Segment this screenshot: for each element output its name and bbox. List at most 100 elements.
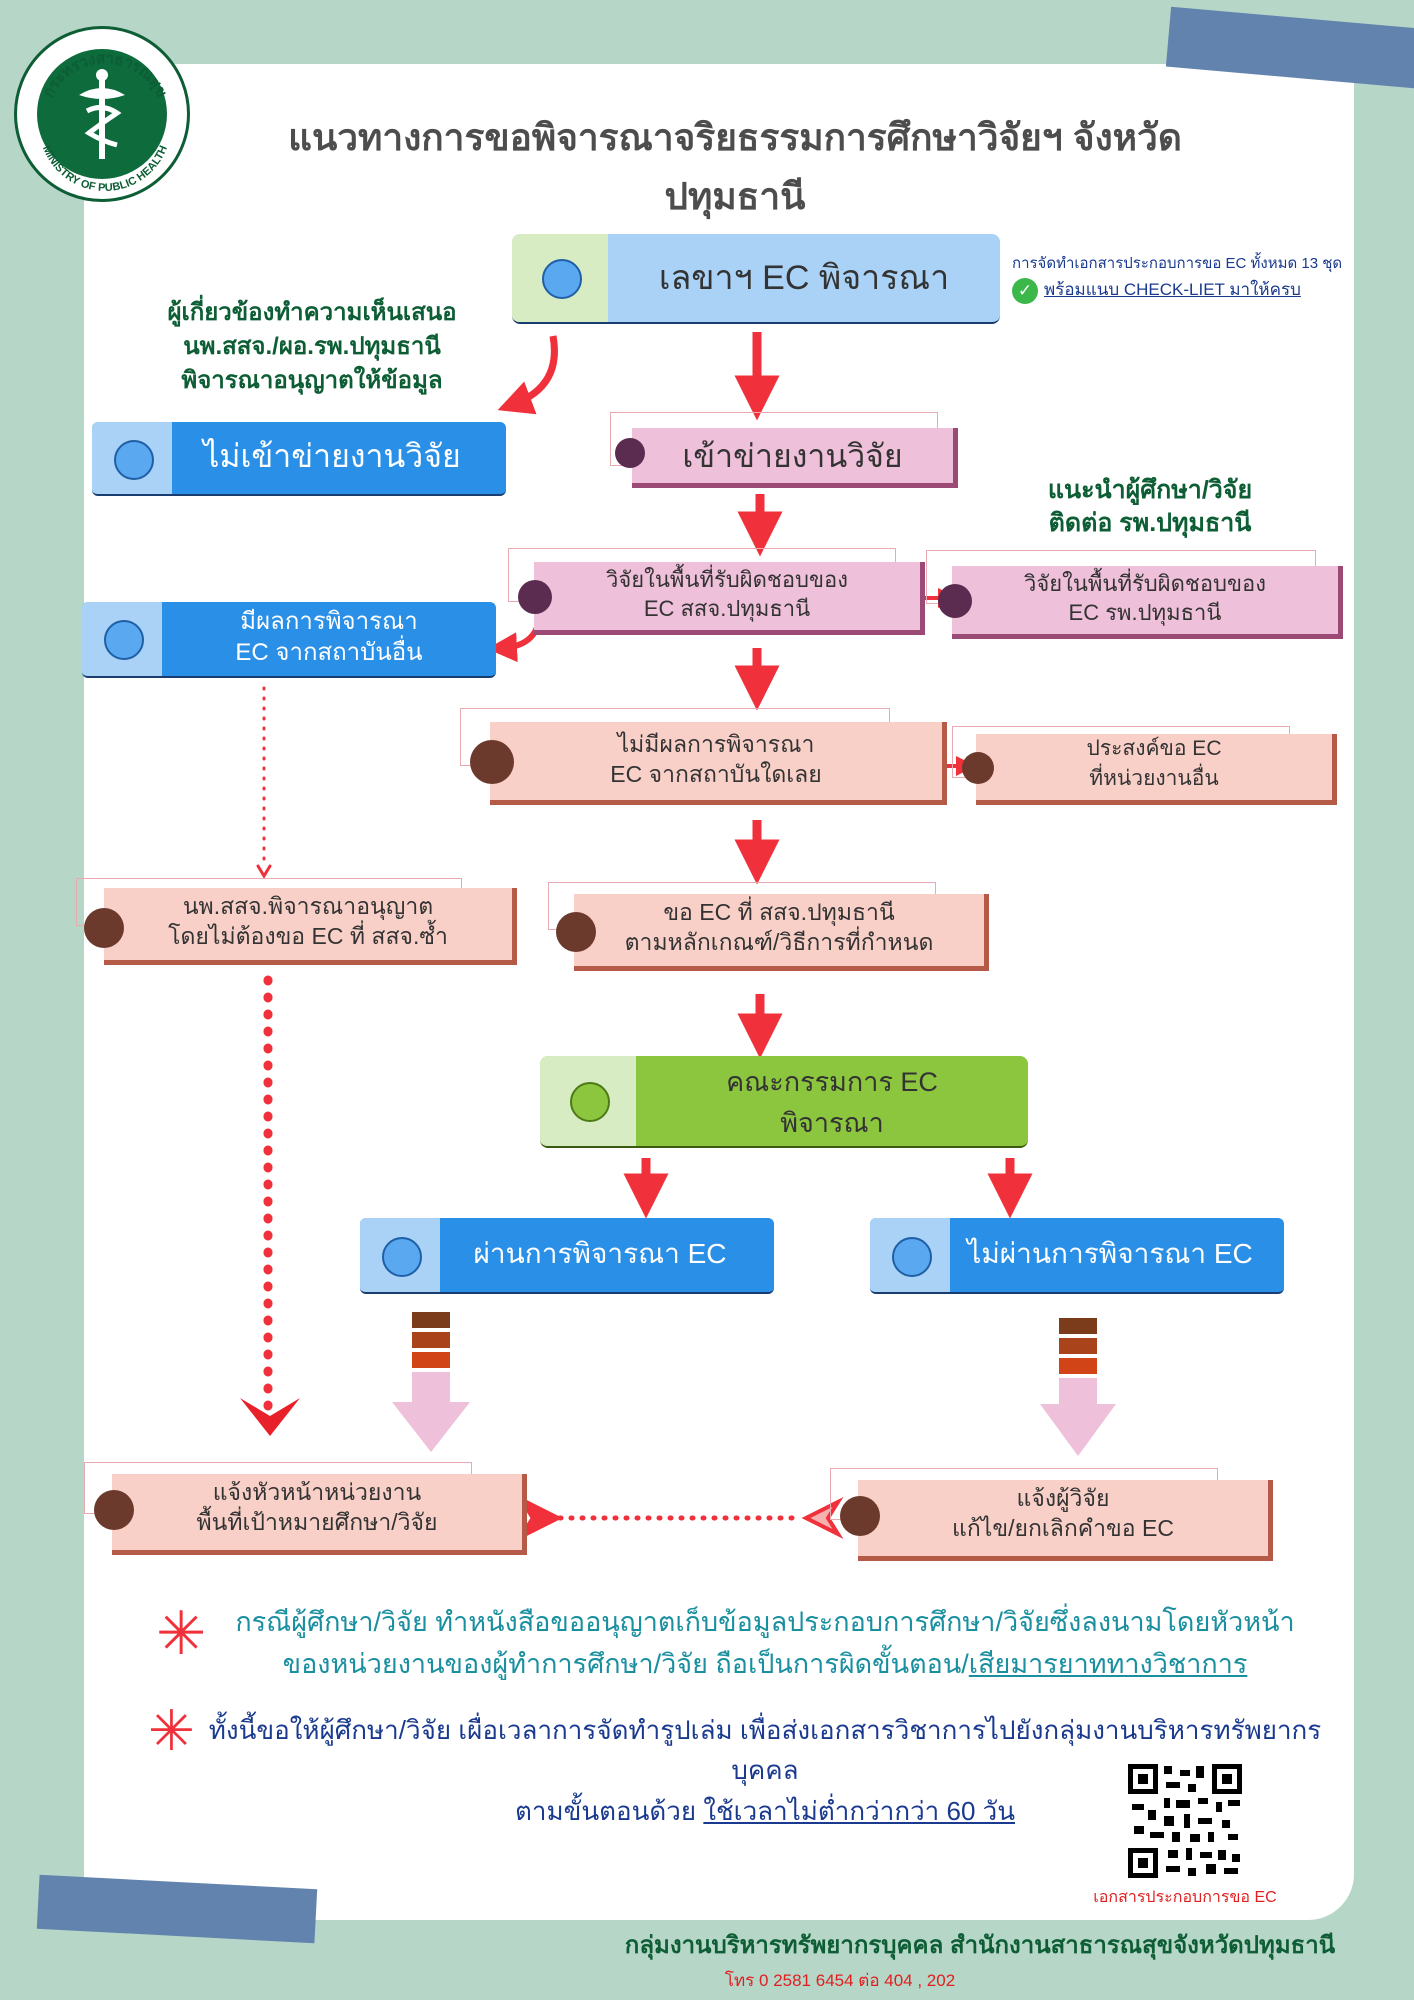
checklist-link[interactable]: พร้อมแนบ CHECK-LIET มาให้ครบ [1044, 280, 1301, 300]
footer-phone: โทร 0 2581 6454 ต่อ 404 , 202 [724, 1971, 956, 1990]
checklist-note: การจัดทำเอกสารประกอบการขอ EC ทั้งหมด 13 … [1012, 254, 1362, 304]
stakeholder-line2: นพ.สสจ./ผอ.รพ.ปทุมธานี [183, 333, 441, 361]
area-hosp-line2: EC รพ.ปทุมธานี [1068, 599, 1222, 625]
no-result-box: ไม่มีผลการพิจารณา EC จากสถาบันใดเลย [490, 722, 947, 805]
area-hosp-label: วิจัยในพื้นที่รับผิดชอบของ EC รพ.ปทุมธาน… [952, 570, 1338, 627]
smiley-icon [892, 1237, 932, 1277]
no-result-line2: EC จากสถาบันใดเลย [610, 760, 822, 787]
dotted-arrowhead-lower [240, 1398, 300, 1436]
other-unit-dot [962, 752, 994, 784]
arrowhead-left [515, 1494, 563, 1542]
note-2: ทั้งนี้ขอให้ผู้ศึกษา/วิจัย เผื่อเวลาการจ… [200, 1710, 1330, 1831]
check-icon: ✓ [1012, 277, 1038, 304]
big-arrow-fail [1040, 1318, 1116, 1456]
smiley-icon [104, 620, 144, 660]
committee-label: คณะกรรมการ EC พิจารณา [636, 1062, 1028, 1143]
arrow-curve-left [497, 335, 558, 415]
committee-box: คณะกรรมการ EC พิจารณา [540, 1056, 1028, 1148]
notify-head-line1: แจ้งหัวหน้าหน่วยงาน [212, 1479, 422, 1505]
notify-researcher-dot [840, 1496, 880, 1536]
ministry-logo: กระทรวงสาธารณสุข MINISTRY OF PUBLIC HEAL… [14, 26, 190, 202]
request-dot [556, 912, 596, 952]
other-institution-line1: มีผลการพิจารณา [240, 608, 418, 635]
smiley-icon [570, 1082, 610, 1122]
checklist-note-line1: การจัดทำเอกสารประกอบการขอ EC ทั้งหมด 13 … [1012, 255, 1343, 272]
fail-box: ไม่ผ่านการพิจารณา EC [870, 1218, 1284, 1294]
committee-line1: คณะกรรมการ EC [726, 1067, 938, 1097]
note-2-line2: ตามขั้นตอนด้วย ใช้เวลาไม่ต่ำกว่ากว่า 60 … [200, 1791, 1330, 1831]
smiley-icon [114, 440, 154, 480]
not-in-network-box: ไม่เข้าข่ายงานวิจัย [92, 422, 506, 496]
director-box: นพ.สสจ.พิจารณาอนุญาต โดยไม่ต้องขอ EC ที่… [104, 888, 517, 965]
big-arrow-pass [392, 1312, 470, 1452]
area-ssj-line2: EC สสจ.ปทุมธานี [643, 595, 811, 621]
advise-line1: แนะนำผู้ศึกษา/วิจัย [1047, 476, 1253, 504]
smiley-icon [382, 1237, 422, 1277]
pass-box: ผ่านการพิจารณา EC [360, 1218, 774, 1294]
no-result-label: ไม่มีผลการพิจารณา EC จากสถาบันใดเลย [490, 730, 942, 790]
stakeholder-line3: พิจารณาอนุญาตให้ข้อมูล [181, 367, 443, 395]
request-line1: ขอ EC ที่ สสจ.ปทุมธานี [663, 899, 895, 925]
secretary-label: เลขาฯ EC พิจารณา [658, 259, 950, 297]
in-network-dot [615, 438, 645, 468]
note-1-line1: กรณีผู้ศึกษา/วิจัย ทำหนังสือขออนุญาตเก็บ… [235, 1607, 1295, 1637]
notify-head-line2: พื้นที่เป้าหมายศึกษา/วิจัย [196, 1508, 438, 1535]
director-dot [84, 908, 124, 948]
note-2-line2-text: ตามขั้นตอนด้วย [514, 1795, 704, 1826]
pass-label: ผ่านการพิจารณา EC [473, 1238, 727, 1269]
other-unit-label: ประสงค์ขอ EC ที่หน่วยงานอื่น [976, 734, 1332, 795]
page-title: แนวทางการขอพิจารณาจริยธรรมการศึกษาวิจัยฯ… [288, 117, 1182, 217]
note-1: กรณีผู้ศึกษา/วิจัย ทำหนังสือขออนุญาตเก็บ… [210, 1602, 1320, 1686]
white-sheet [84, 64, 1354, 1920]
footer-org: กลุ่มงานบริหารทรัพยากรบุคคล สำนักงานสาธา… [624, 1932, 1336, 1959]
area-ssj-label: วิจัยในพื้นที่รับผิดชอบของ EC สสจ.ปทุมธา… [534, 566, 920, 623]
request-line2: ตามหลักเกณฑ์/วิธีการที่กำหนด [624, 928, 934, 955]
area-hosp-line1: วิจัยในพื้นที่รับผิดชอบของ [1023, 571, 1267, 596]
checklist-note-line2: ✓ พร้อมแนบ CHECK-LIET มาให้ครบ [1012, 277, 1362, 304]
secretary-box: เลขาฯ EC พิจารณา [512, 234, 1000, 324]
dotted-arrowhead-upper [256, 864, 272, 879]
other-institution-line2: EC จากสถาบันอื่น [235, 639, 423, 667]
stakeholder-note: ผู้เกี่ยวข้องทำความเห็นเสนอ นพ.สสจ./ผอ.ร… [150, 296, 474, 398]
asterisk-icon: ✳ [148, 1699, 195, 1764]
area-ssj-box: วิจัยในพื้นที่รับผิดชอบของ EC สสจ.ปทุมธา… [534, 562, 925, 635]
smiley-icon [542, 259, 582, 299]
committee-line2: พิจารณา [780, 1107, 884, 1138]
notify-head-box: แจ้งหัวหน้าหน่วยงาน พื้นที่เป้าหมายศึกษา… [112, 1474, 527, 1555]
request-box: ขอ EC ที่ สสจ.ปทุมธานี ตามหลักเกณฑ์/วิธี… [574, 894, 989, 971]
area-ssj-line1: วิจัยในพื้นที่รับผิดชอบของ [605, 567, 849, 592]
qr-caption: เอกสารประกอบการขอ EC [1093, 1889, 1277, 1906]
other-institution-label: มีผลการพิจารณา EC จากสถาบันอื่น [162, 606, 496, 668]
no-result-dot [470, 740, 514, 784]
other-institution-box: มีผลการพิจารณา EC จากสถาบันอื่น [82, 602, 496, 678]
notify-researcher-line2: แก้ไข/ยกเลิกคำขอ EC [952, 1514, 1174, 1541]
request-label: ขอ EC ที่ สสจ.ปทุมธานี ตามหลักเกณฑ์/วิธี… [574, 898, 984, 958]
director-line2: โดยไม่ต้องขอ EC ที่ สสจ.ซ้ำ [168, 922, 448, 949]
area-hosp-box: วิจัยในพื้นที่รับผิดชอบของ EC รพ.ปทุมธาน… [952, 566, 1343, 639]
other-unit-box: ประสงค์ขอ EC ที่หน่วยงานอื่น [976, 734, 1337, 805]
asterisk-icon: ✳ [156, 1599, 207, 1669]
notify-researcher-label: แจ้งผู้วิจัย แก้ไข/ยกเลิกคำขอ EC [858, 1484, 1268, 1544]
not-in-network-label: ไม่เข้าข่ายงานวิจัย [203, 438, 461, 474]
notify-head-label: แจ้งหัวหน้าหน่วยงาน พื้นที่เป้าหมายศึกษา… [112, 1478, 522, 1538]
advise-note: แนะนำผู้ศึกษา/วิจัย ติดต่อ รพ.ปทุมธานี [1010, 474, 1290, 539]
area-ssj-dot [518, 580, 552, 614]
notify-researcher-line1: แจ้งผู้วิจัย [1016, 1485, 1110, 1511]
no-result-line1: ไม่มีผลการพิจารณา [617, 731, 815, 757]
director-label: นพ.สสจ.พิจารณาอนุญาต โดยไม่ต้องขอ EC ที่… [104, 892, 512, 952]
note-1-emphasis: เสียมารยาททางวิชาการ [968, 1648, 1248, 1679]
stakeholder-line1: ผู้เกี่ยวข้องทำความเห็นเสนอ [167, 299, 457, 326]
note-2-line1: ทั้งนี้ขอให้ผู้ศึกษา/วิจัย เผื่อเวลาการจ… [208, 1715, 1322, 1786]
notify-head-dot [94, 1490, 134, 1530]
director-line1: นพ.สสจ.พิจารณาอนุญาต [182, 893, 434, 919]
in-network-label: เข้าข่ายงานวิจัย [682, 438, 903, 474]
logo-mark-icon: กระทรวงสาธารณสุข MINISTRY OF PUBLIC HEAL… [40, 50, 170, 194]
note-2-emphasis: ใช้เวลาไม่ต่ำกว่ากว่า 60 วัน [703, 1795, 1016, 1826]
other-unit-line2: ที่หน่วยงานอื่น [1089, 767, 1219, 791]
advise-line2: ติดต่อ รพ.ปทุมธานี [1048, 508, 1252, 537]
area-hosp-dot [938, 584, 972, 618]
note-1-line2: ของหน่วยงานของผู้ทำการศึกษา/วิจัย ถือเป็… [210, 1644, 1320, 1686]
notify-researcher-box: แจ้งผู้วิจัย แก้ไข/ยกเลิกคำขอ EC [858, 1480, 1273, 1561]
